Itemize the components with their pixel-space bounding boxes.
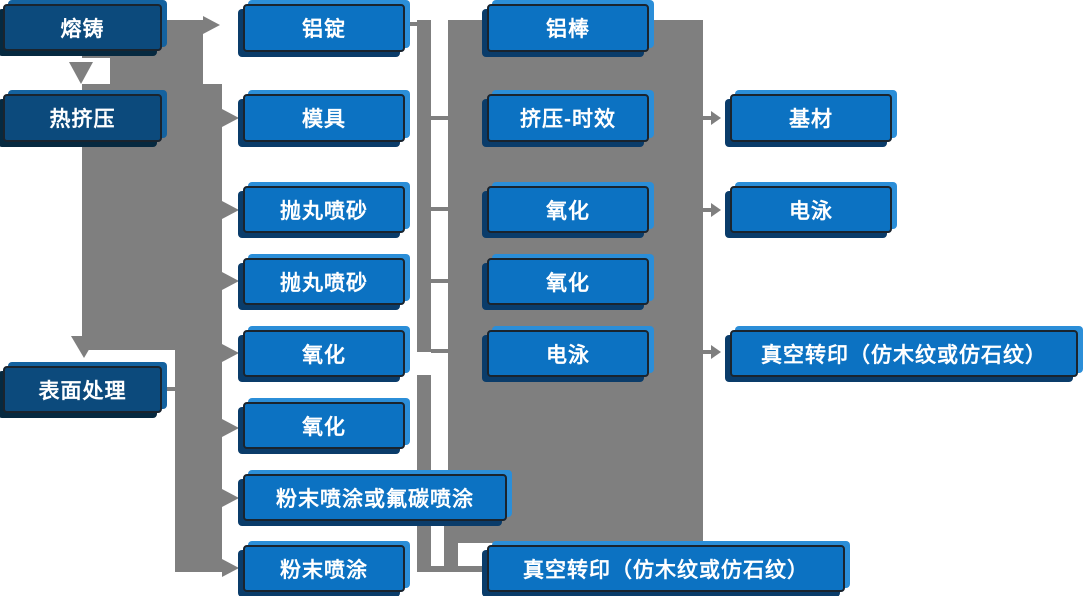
connector-middle-strip-lower: [417, 375, 431, 570]
flow-node-base-material: 基材: [730, 94, 892, 142]
connector-central-block-descender: [444, 521, 458, 572]
flow-node-powder-coating: 粉末喷涂: [243, 545, 405, 592]
flow-node-melt-casting: 熔铸: [3, 4, 162, 51]
line-to-electrophoresis-2: [703, 208, 711, 212]
tie-strip-to-block-row-mold: [431, 116, 448, 120]
arrow-right-to-vacuum-transfer-right-icon: [711, 345, 721, 359]
arrow-right-to-oxidation-2-icon: [222, 419, 239, 437]
arrow-right-to-aluminum-ingot-icon: [203, 16, 220, 34]
arrow-right-to-electrophoresis-2-icon: [711, 203, 721, 217]
flow-node-surface-treatment: 表面处理: [3, 366, 162, 413]
connector-middle-strip-upper: [417, 20, 431, 352]
flow-node-electrophoresis-1: 电泳: [487, 330, 649, 377]
flow-node-electrophoresis-2: 电泳: [730, 186, 892, 233]
flow-node-aluminum-rod: 铝棒: [487, 4, 649, 52]
flow-node-oxidation-2: 氧化: [243, 402, 405, 449]
arrow-right-to-shot-blasting-2-icon: [222, 272, 239, 290]
flow-node-aluminum-ingot: 铝锭: [243, 4, 405, 52]
flow-node-oxidation-1: 氧化: [243, 330, 405, 377]
flow-node-mold: 模具: [243, 94, 405, 142]
tie-strip-to-block-row-oxidation-3: [431, 207, 448, 211]
flow-node-shot-blasting-1: 抛丸喷砂: [243, 186, 405, 233]
line-to-vacuum-transfer-right: [703, 350, 711, 354]
arrow-right-to-powder-coating-icon: [222, 559, 239, 577]
flow-node-vacuum-transfer-bottom: 真空转印（仿木纹或仿石纹）: [487, 545, 845, 592]
connector-left-lower-band: [175, 350, 222, 572]
arrow-right-to-powder-or-fluorocarbon-icon: [222, 489, 239, 507]
arrow-down-to-surface-treatment-icon: [71, 336, 97, 358]
line-to-base-material: [703, 116, 711, 120]
flow-node-hot-extrusion: 热挤压: [3, 94, 162, 142]
tie-surface-treatment-to-band: [162, 387, 175, 391]
arrow-right-to-oxidation-1-icon: [222, 344, 239, 362]
arrow-right-to-base-material-icon: [711, 111, 721, 125]
flow-node-oxidation-3: 氧化: [487, 186, 649, 233]
connector-left-upper-bridge: [110, 58, 203, 84]
arrow-right-to-mold-icon: [222, 109, 239, 127]
tie-aluminum-ingot-to-strip: [405, 22, 417, 26]
flow-node-shot-blasting-2: 抛丸喷砂: [243, 258, 405, 305]
tie-strip-to-block-row-electrophoresis: [431, 349, 448, 353]
tie-strip-to-block-row-oxidation-4: [431, 279, 448, 283]
arrow-right-to-shot-blasting-1-icon: [222, 201, 239, 219]
arrow-down-to-hot-extrusion-icon: [69, 62, 93, 84]
flow-node-extrusion-aging: 挤压-时效: [487, 94, 649, 142]
flow-node-vacuum-transfer-right: 真空转印（仿木纹或仿石纹）: [730, 330, 1078, 377]
flow-node-powder-or-fluorocarbon-coating: 粉末喷涂或氟碳喷涂: [243, 474, 507, 521]
flow-node-oxidation-4: 氧化: [487, 258, 649, 305]
